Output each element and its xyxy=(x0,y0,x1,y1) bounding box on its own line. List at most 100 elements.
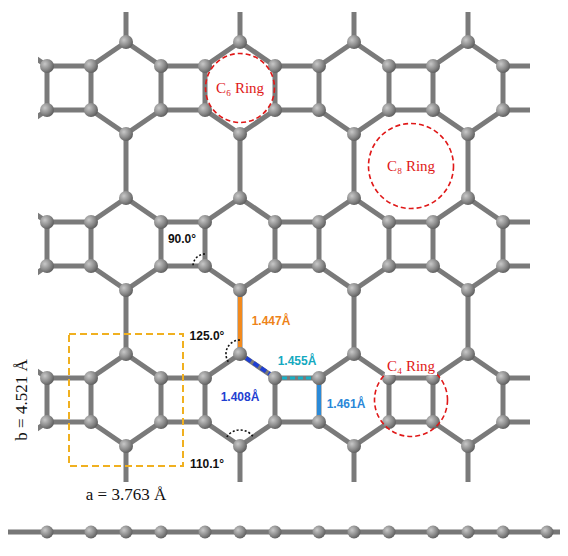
ring-marker: C₆ Ring xyxy=(204,52,276,124)
carbon-atom xyxy=(496,415,510,429)
carbon-atom xyxy=(119,127,133,141)
carbon-atom xyxy=(312,259,326,273)
carbon-atom xyxy=(347,191,361,205)
carbon-atom xyxy=(268,371,282,385)
angle-arcs xyxy=(193,254,253,437)
bond-1461 xyxy=(317,385,321,415)
carbon-atom xyxy=(382,215,396,229)
carbon-atom xyxy=(461,439,475,453)
carbon-atom xyxy=(347,283,361,297)
carbon-atom xyxy=(119,347,133,361)
bond xyxy=(124,290,129,354)
carbon-atom xyxy=(154,371,168,385)
carbon-atom xyxy=(84,59,98,73)
bond-angle: 125.0° xyxy=(190,330,225,343)
carbon-atom xyxy=(154,59,168,73)
bond xyxy=(124,134,129,198)
carbon-atom xyxy=(84,415,98,429)
carbon-atom xyxy=(496,103,510,117)
side-atom xyxy=(313,526,326,539)
side-atom xyxy=(427,526,440,539)
carbon-atom xyxy=(312,59,326,73)
lattice-constant: a = 3.763 Å xyxy=(86,486,166,505)
carbon-atom xyxy=(382,59,396,73)
carbon-atom xyxy=(312,371,326,385)
carbon-atom xyxy=(496,59,510,73)
carbon-atom xyxy=(268,415,282,429)
carbon-atom xyxy=(268,215,282,229)
side-atom xyxy=(383,526,396,539)
carbon-atom xyxy=(198,215,212,229)
ring-label: C₈ Ring xyxy=(385,158,437,175)
carbon-atom xyxy=(40,371,54,385)
carbon-atom xyxy=(40,259,54,273)
carbon-atom xyxy=(496,215,510,229)
carbon-atom xyxy=(84,259,98,273)
carbon-atom xyxy=(84,215,98,229)
bond xyxy=(238,290,243,354)
carbon-atom xyxy=(84,371,98,385)
carbon-atom xyxy=(347,35,361,49)
carbon-atom xyxy=(40,103,54,117)
bond xyxy=(238,134,243,198)
side-atom xyxy=(120,526,133,539)
carbon-atom xyxy=(347,127,361,141)
bond xyxy=(352,290,357,354)
carbon-atom xyxy=(496,259,510,273)
side-atom xyxy=(462,526,475,539)
bond xyxy=(466,134,471,198)
ring-label: C₄ Ring xyxy=(385,358,437,375)
unit-cell-box xyxy=(69,334,183,466)
side-atom xyxy=(269,526,282,539)
carbon-atom xyxy=(382,259,396,273)
carbon-atom xyxy=(312,103,326,117)
side-atom xyxy=(155,526,168,539)
carbon-atom xyxy=(268,59,282,73)
carbon-atom xyxy=(347,347,361,361)
carbon-atom xyxy=(198,259,212,273)
bond-angle: 90.0° xyxy=(168,233,196,246)
carbon-atom xyxy=(426,59,440,73)
carbon-atom xyxy=(119,35,133,49)
carbon-atom xyxy=(496,371,510,385)
ring-label: C₆ Ring xyxy=(214,80,266,97)
carbon-atom xyxy=(233,127,247,141)
carbon-atom xyxy=(119,439,133,453)
atom-set xyxy=(40,35,510,453)
side-view-atoms xyxy=(41,526,554,539)
carbon-atom xyxy=(154,415,168,429)
bond-1455 xyxy=(282,377,312,380)
carbon-atom xyxy=(426,103,440,117)
carbon-atom xyxy=(233,283,247,297)
angle-arc-110 xyxy=(227,430,253,437)
lattice-constant: b = 4.521 Å xyxy=(13,359,32,440)
ring-marker: C₄ Ring xyxy=(373,362,449,438)
ring-circle xyxy=(206,54,275,123)
carbon-atom xyxy=(119,283,133,297)
bond-length: 1.447Å xyxy=(252,315,291,328)
bond-network xyxy=(38,12,530,482)
bond-length: 1.408Å xyxy=(221,391,260,404)
ring-marker: C₈ Ring xyxy=(367,122,455,210)
bond-length: 1.461Å xyxy=(327,398,366,411)
carbon-atom xyxy=(154,215,168,229)
carbon-atom xyxy=(119,191,133,205)
side-atom xyxy=(85,526,98,539)
carbon-atom xyxy=(84,103,98,117)
carbon-atom xyxy=(198,371,212,385)
carbon-atom xyxy=(233,347,247,361)
carbon-atom xyxy=(382,103,396,117)
side-atom xyxy=(348,526,361,539)
bond-angle: 110.1° xyxy=(190,458,224,471)
carbon-atom xyxy=(40,415,54,429)
carbon-atom xyxy=(198,59,212,73)
carbon-atom xyxy=(426,415,440,429)
carbon-atom xyxy=(233,35,247,49)
side-atom xyxy=(199,526,212,539)
carbon-atom xyxy=(233,439,247,453)
carbon-atom xyxy=(461,127,475,141)
angle-arc-90 xyxy=(193,254,205,266)
carbon-atom xyxy=(312,215,326,229)
carbon-atom xyxy=(233,191,247,205)
side-atom xyxy=(497,526,510,539)
